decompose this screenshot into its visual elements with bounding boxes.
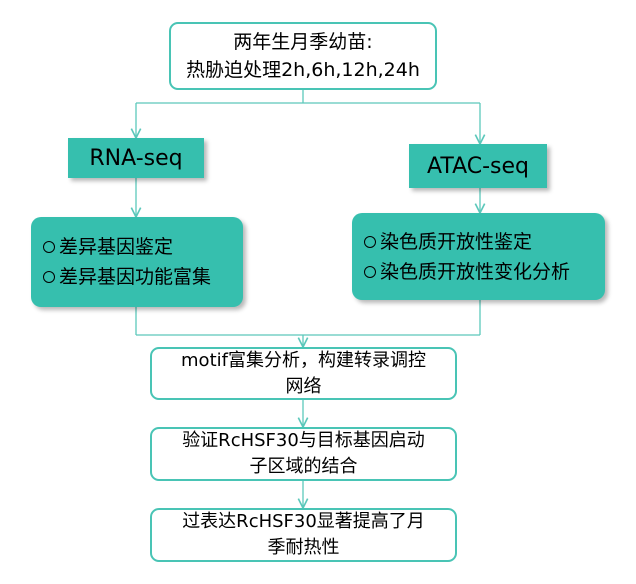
circle-bullet-icon [43,271,55,283]
atac-detail-item: 染色质开放性变化分析 [380,260,571,283]
circle-bullet-icon [364,235,376,248]
step-overexpress-box: 过表达RcHSF30显著提高了月 季耐热性 [150,508,457,562]
atac-seq-label: ATAC-seq [409,144,547,188]
list-item: 差异基因鉴定 [43,232,173,262]
step-line: 网络 [285,375,322,397]
step-verify-box: 验证RcHSF30与目标基因启动 子区域的结合 [150,427,457,481]
atac-seq-detail-box: 染色质开放性鉴定 染色质开放性变化分析 [352,213,605,300]
list-item: 染色质开放性变化分析 [364,257,570,287]
step-line: 季耐热性 [267,537,340,558]
rna-seq-detail-box: 差异基因鉴定 差异基因功能富集 [31,217,243,307]
step-line: 过表达RcHSF30显著提高了月 [182,511,425,532]
step-line: 验证RcHSF30与目标基因启动 [182,430,425,451]
rna-seq-label: RNA-seq [68,138,204,178]
top-box-line1: 两年生月季幼苗: [233,31,373,53]
step-line: 子区域的结合 [249,456,358,477]
rna-detail-item: 差异基因功能富集 [59,266,212,288]
top-box: 两年生月季幼苗: 热胁迫处理2h,6h,12h,24h [169,22,437,90]
rna-detail-item: 差异基因鉴定 [59,236,174,258]
list-item: 差异基因功能富集 [43,262,211,292]
list-item: 染色质开放性鉴定 [364,227,532,257]
top-box-line2: 热胁迫处理2h,6h,12h,24h [186,59,420,81]
atac-detail-item: 染色质开放性鉴定 [380,230,533,253]
step-motif-box: motif富集分析，构建转录调控 网络 [150,347,457,400]
step-line: motif富集分析，构建转录调控 [181,349,426,371]
circle-bullet-icon [364,265,376,278]
circle-bullet-icon [43,241,55,253]
